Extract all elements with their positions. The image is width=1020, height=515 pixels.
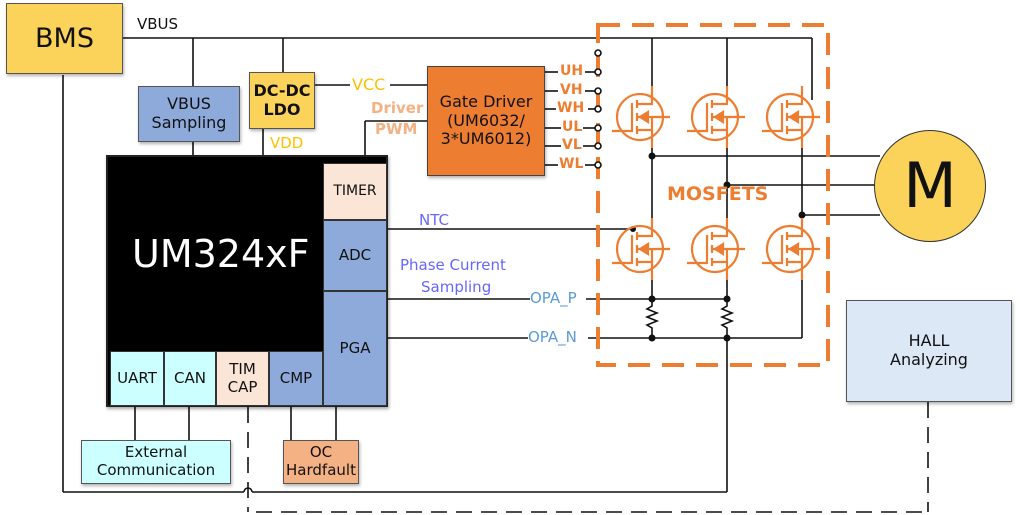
mosfet-4 [612,218,670,280]
gate-terminals [594,49,602,169]
opa-n-label: OPA_N [528,328,577,346]
junction-dots [630,152,806,342]
phase-current-label-2: Sampling [421,278,492,296]
pwm-label: PWM [375,120,418,138]
tim-cap-block: TIM CAP [216,351,269,406]
uart-block: UART [110,351,164,406]
mosfet-6 [762,218,820,280]
vbus-sampling-line1: VBUS [167,94,211,114]
mcu-block: UM324xF TIMER ADC PGA UART CAN TIM CAP C… [106,155,388,407]
cap-label: CAP [227,377,258,396]
can-block: CAN [164,351,216,406]
oc-label: OC [309,443,333,462]
gate-driver-title: Gate Driver [439,91,533,111]
gate-driver-part1: (UM6032/ [447,110,525,130]
can-label: CAN [174,368,206,387]
hardfault-label: Hardfault [286,461,356,479]
adc-block: ADC [323,220,387,291]
mosfet-3 [762,86,820,148]
pin-uh: UH [560,63,584,79]
bms-block: BMS [6,3,123,74]
vbus-sampling-line2: Sampling [151,113,227,132]
mosfet-2 [687,86,745,148]
motor-label: M [903,149,957,223]
pin-vh: VH [560,82,583,98]
timer-label: TIMER [333,183,377,200]
vdd-label: VDD [270,134,304,152]
hall-analyzing-block: HALL Analyzing [846,300,1012,402]
timer-block: TIMER [323,163,387,220]
cmp-label: CMP [279,368,313,387]
shunt-resistor-2 [719,302,735,338]
vbus-label: VBUS [137,15,179,33]
shunt-resistor-1 [644,302,660,338]
mosfets-group-border [596,23,830,367]
hall-label: HALL [908,331,950,351]
vbus-sampling-block: VBUS Sampling [138,86,240,142]
bms-label: BMS [35,22,94,54]
mosfet-1 [612,86,670,148]
opa-p-label: OPA_P [530,289,577,307]
external-communication-block: External Communication [81,440,231,484]
pga-label: PGA [339,338,371,357]
pin-vl: VL [562,137,582,153]
dcdc-label: DC-DC [253,80,311,100]
mosfets-label: MOSFETS [667,183,769,205]
gate-driver-part2: 3*UM6012) [440,129,532,149]
pin-ul: UL [562,119,583,135]
ntc-label: NTC [419,211,449,229]
pga-block: PGA [323,291,387,406]
oc-hardfault-block: OC Hardfault [283,440,359,484]
phase-current-label-1: Phase Current [400,256,506,274]
mosfet-array [612,86,820,280]
cmp-block: CMP [269,351,323,406]
analyzing-label: Analyzing [890,350,968,369]
mcu-title: UM324xF [132,232,310,276]
external-label: External [124,443,188,462]
motor: M [874,130,986,242]
adc-label: ADC [338,245,372,264]
pin-wl: WL [559,156,584,172]
driver-label: Driver [371,99,424,117]
vcc-label: VCC [352,75,386,94]
tim-label: TIM [229,359,256,378]
communication-label: Communication [96,461,216,479]
mosfet-5 [687,218,745,280]
uart-label: UART [117,368,157,387]
gate-driver-block: Gate Driver (UM6032/ 3*UM6012) [427,66,545,176]
ldo-label: LDO [263,99,301,119]
pin-wh: WH [557,100,585,116]
dcdc-ldo-block: DC-DC LDO [249,72,315,129]
